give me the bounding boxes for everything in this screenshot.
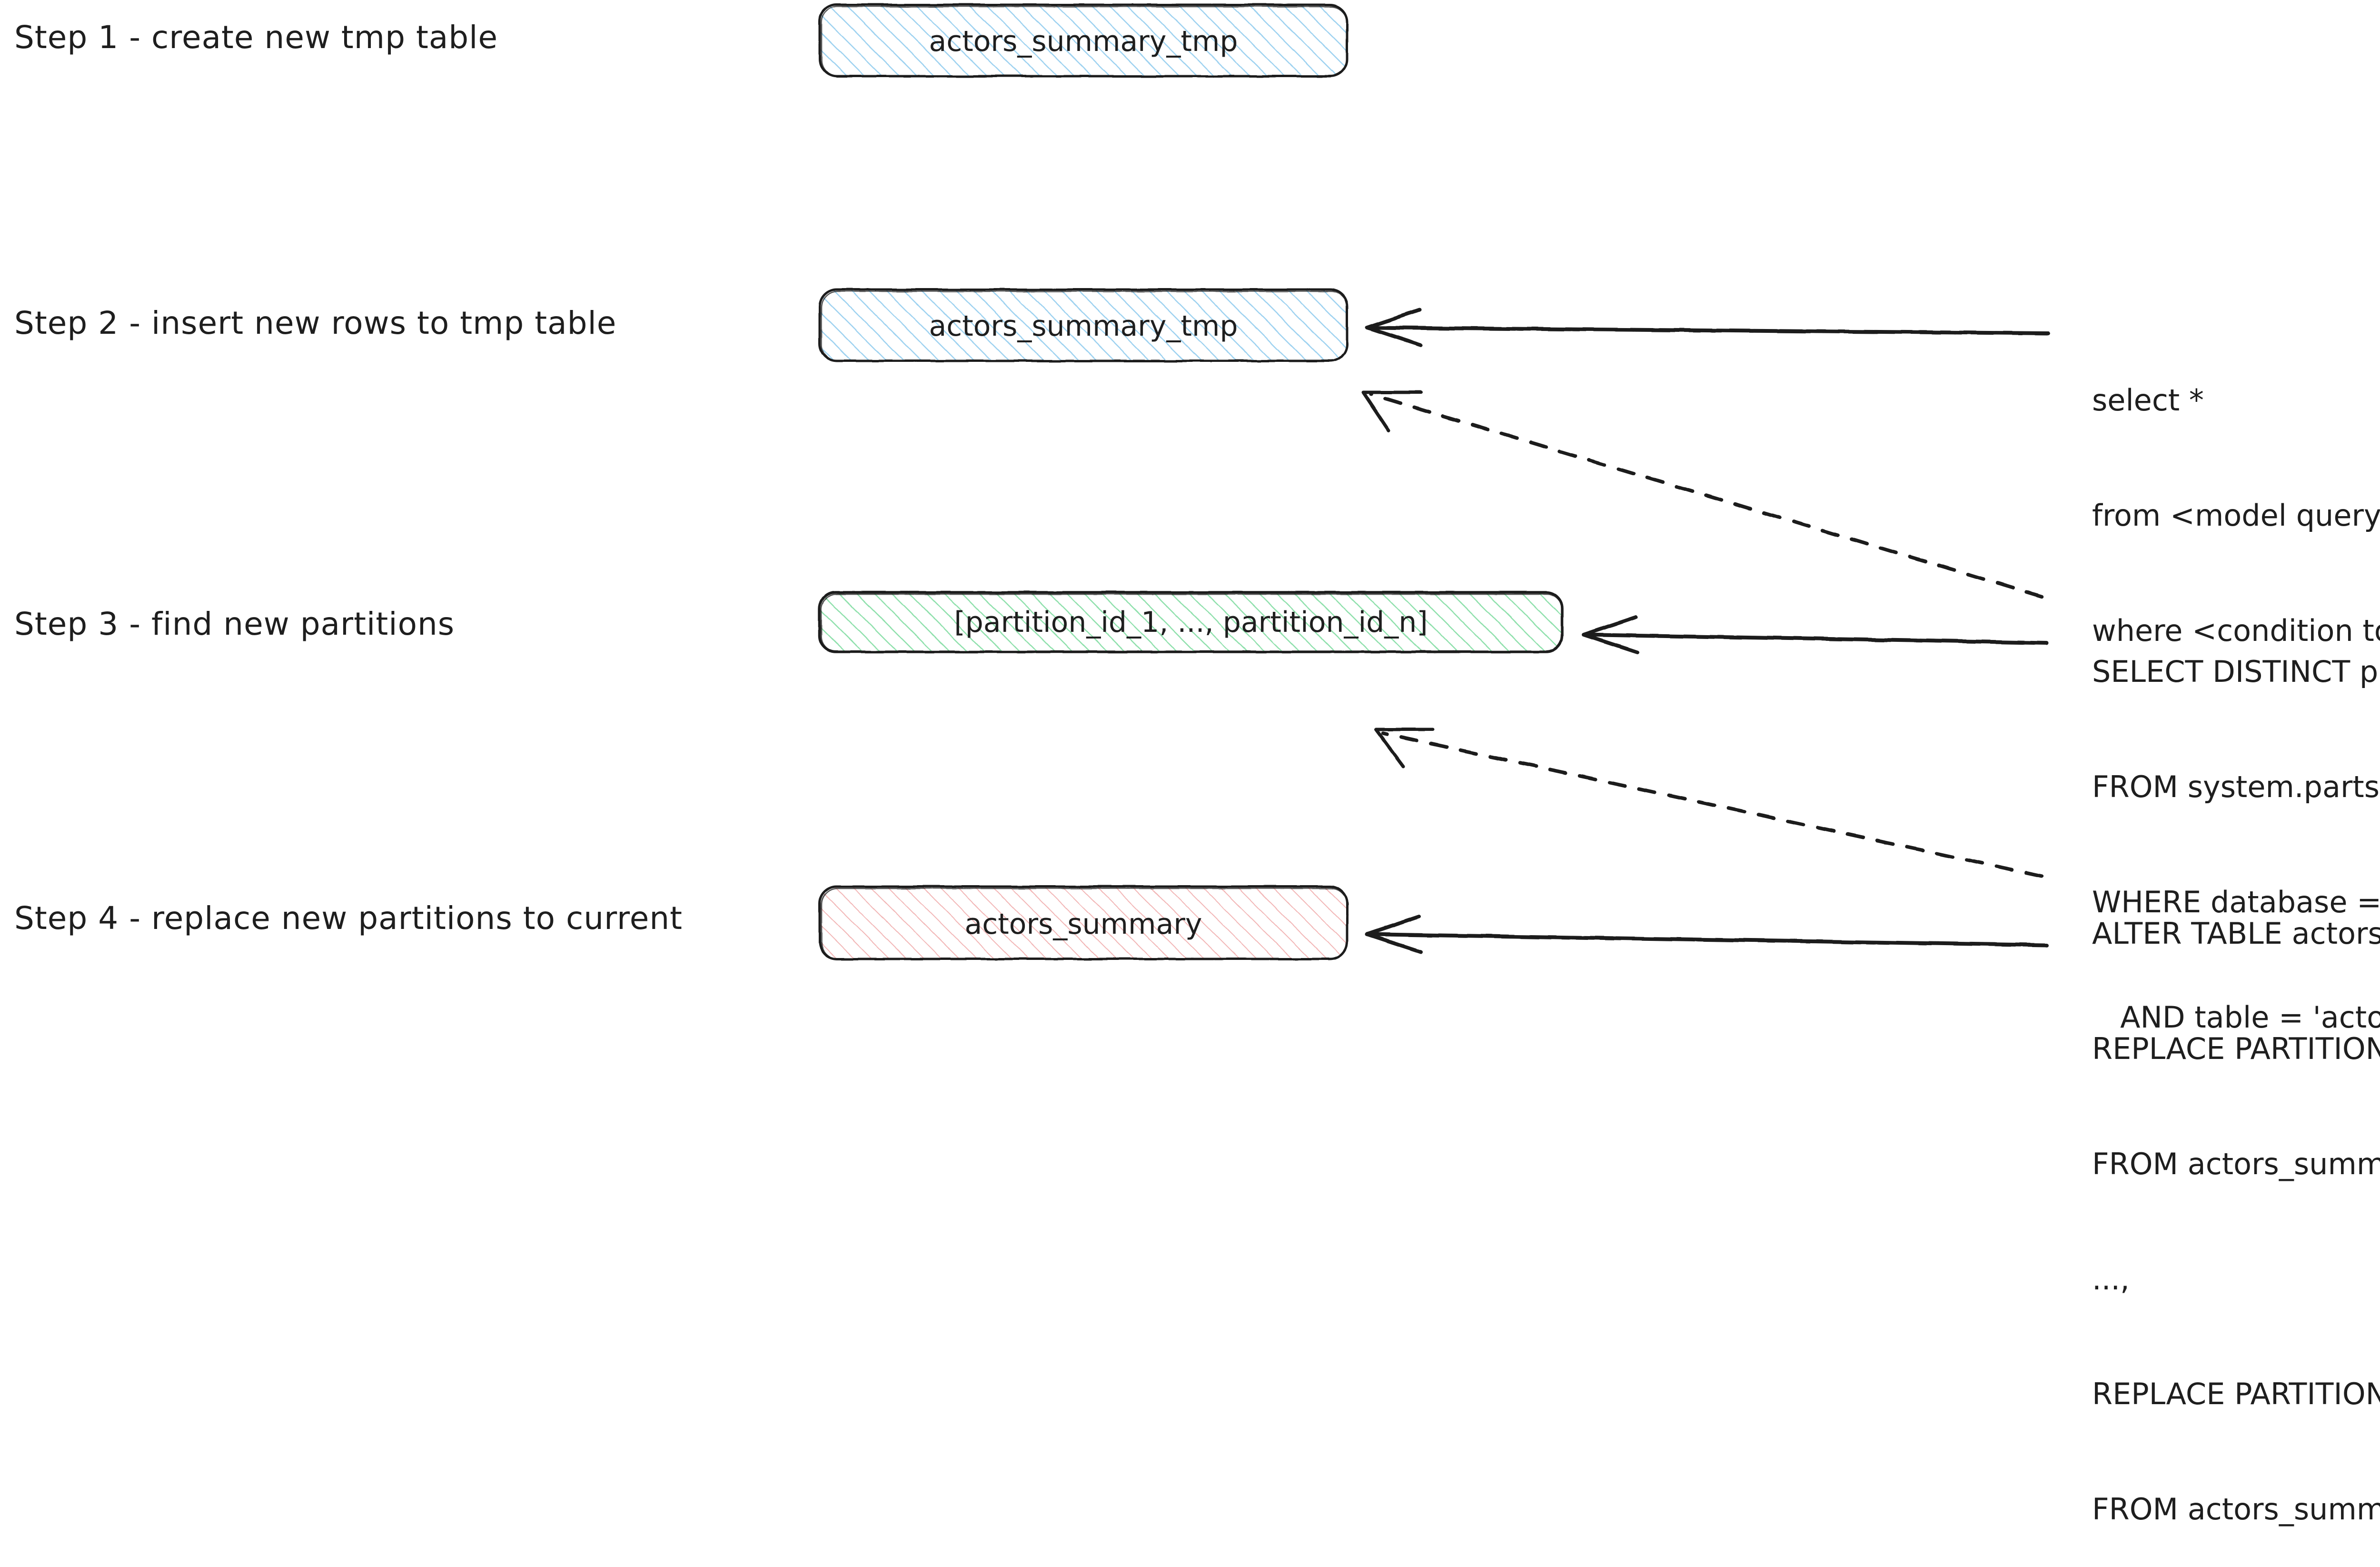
node-tmp-table-1-label: actors_summary_tmp — [929, 25, 1238, 58]
arrow-sql3-to-parts — [1582, 615, 2049, 654]
sql-line: FROM system.parts — [2092, 769, 2380, 804]
sql-line: FROM actors_summary_tmp, — [2092, 1492, 2380, 1527]
sql-line: select * — [2092, 383, 2204, 418]
node-tmp-table-2-outline-2 — [821, 290, 1348, 362]
step-label-3: Step 3 - find new partitions — [14, 606, 455, 642]
step-label-2: Step 2 - insert new rows to tmp table — [14, 305, 617, 341]
arrow-sql3-to-tmp2 — [1361, 390, 2044, 599]
node-actors-summary-label: actors_summary — [964, 908, 1202, 941]
node-tmp-table-2-fill — [820, 289, 1347, 361]
step-label-1: Step 1 - create new tmp table — [14, 19, 498, 56]
sql-line: from <model query> — [2092, 498, 2380, 533]
arrow-sql4-to-summary — [1365, 915, 2049, 954]
node-partitions-outline-2 — [821, 593, 1563, 653]
sql-line: REPLACE PARTITION partition_id_n — [2092, 1377, 2380, 1412]
node-partitions[interactable] — [818, 591, 1564, 653]
node-tmp-table-1-fill — [820, 5, 1347, 76]
node-actors-summary-fill — [820, 887, 1347, 959]
arrow-sql4-to-parts — [1374, 728, 2044, 878]
sql-block-step-2: select * from <model query> where <condi… — [2092, 305, 2380, 689]
sql-block-step-3: SELECT DISTINCT partition_id FROM system… — [2092, 576, 2380, 1075]
node-tmp-table-1[interactable] — [818, 3, 1349, 78]
step-label-4: Step 4 - replace new partitions to curre… — [14, 900, 683, 937]
node-partitions-fill — [820, 592, 1562, 652]
sql-line: where <condition to identify new> — [2092, 613, 2380, 648]
node-actors-summary[interactable] — [818, 885, 1349, 960]
sql-line: FROM actors_summary_tmp, — [2092, 1146, 2380, 1181]
node-partitions-label: [partition_id_1, ..., partition_id_n] — [954, 606, 1428, 639]
diagram-canvas — [818, 3, 2050, 960]
sql-line: SELECT DISTINCT partition_id — [2092, 654, 2380, 689]
node-tmp-table-1-outline-2 — [821, 6, 1348, 77]
sql-line: AND table = 'actors_summary_tmp' — [2120, 999, 2380, 1035]
sql-line: REPLACE PARTITION partition_id_1 — [2092, 1031, 2380, 1066]
sql-line: ALTER TABLE actors_summary — [2092, 916, 2380, 951]
node-tmp-table-2-label: actors_summary_tmp — [929, 309, 1238, 343]
node-tmp-table-2[interactable] — [818, 288, 1349, 362]
sql-line: ..., — [2092, 1261, 2130, 1297]
sql-line: WHERE database = <database> — [2092, 884, 2380, 919]
arrow-sql2-to-tmp2 — [1365, 308, 2050, 347]
node-actors-summary-outline-2 — [821, 888, 1348, 960]
sql-block-step-4: ALTER TABLE actors_summary REPLACE PARTI… — [2092, 838, 2380, 1567]
